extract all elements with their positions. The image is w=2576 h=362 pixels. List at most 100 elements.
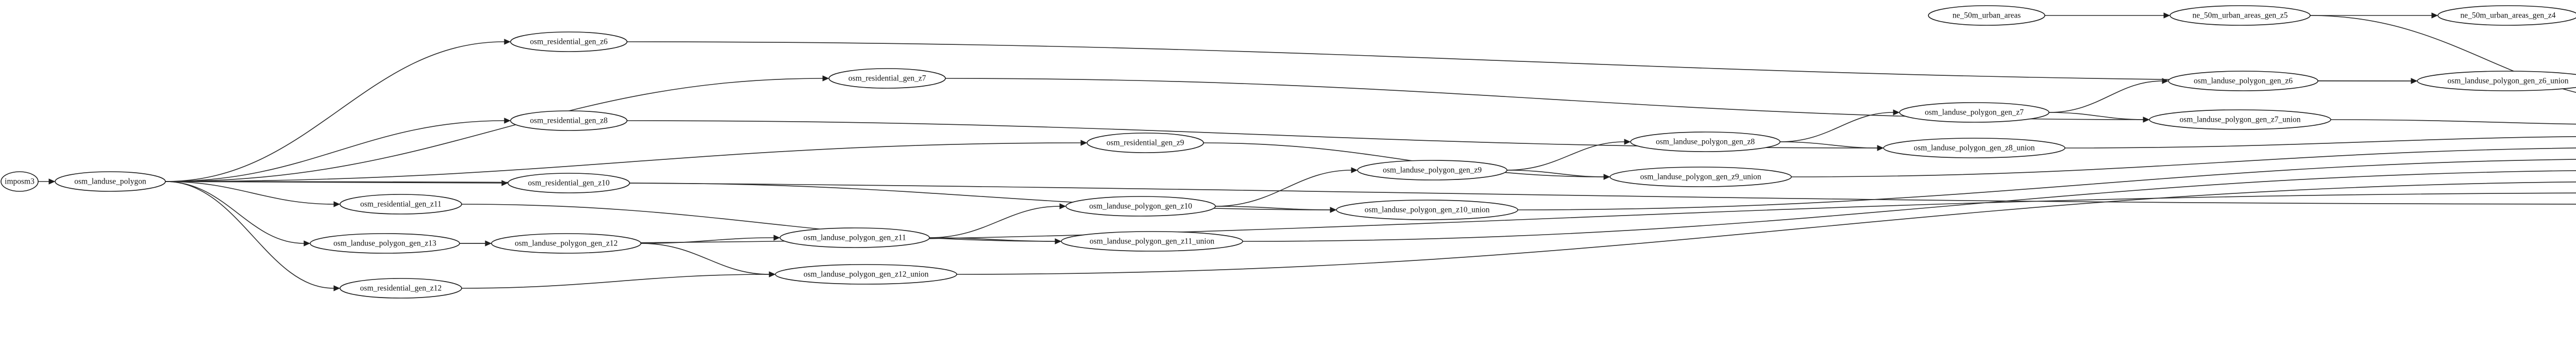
arrowhead [822, 75, 829, 81]
node-ellipse [828, 68, 946, 89]
arrowhead [1059, 203, 1066, 209]
arrowhead [769, 271, 776, 277]
graph-node-osm_landuse_polygon_gen_z12[interactable]: osm_landuse_polygon_gen_z12 [491, 233, 641, 254]
node-ellipse [1087, 133, 1204, 153]
node-ellipse [2170, 5, 2311, 26]
node-label: osm_landuse_polygon_gen_z8_union [1913, 144, 2035, 153]
node-label: osm_landuse_polygon_gen_z11_union [1090, 237, 1214, 246]
graph-node-osm_residential_gen_z9[interactable]: osm_residential_gen_z9 [1087, 133, 1204, 153]
node-label: osm_residential_gen_z11 [360, 200, 442, 209]
graph-edge [2048, 78, 2169, 113]
arrowhead [2411, 78, 2418, 84]
node-ellipse [1609, 167, 1792, 187]
node-label: osm_landuse_polygon [74, 177, 146, 186]
graph-edge [165, 140, 1088, 182]
node-ellipse [1630, 131, 1781, 152]
node-label: osm_landuse_polygon_gen_z10 [1089, 202, 1192, 211]
graph-node-osm_landuse_polygon_gen_z11_union[interactable]: osm_landuse_polygon_gen_z11_union [1061, 231, 1243, 252]
node-ellipse [491, 233, 641, 254]
arrowhead [303, 240, 311, 246]
graph-node-osm_landuse_polygon_gen_z7[interactable]: osm_landuse_polygon_gen_z7 [1899, 102, 2049, 123]
graph-node-ne_50m_urban_areas_gen_z4[interactable]: ne_50m_urban_areas_gen_z4 [2437, 5, 2576, 26]
arrowhead [1603, 174, 1611, 180]
graph-node-ne_50m_urban_areas_gen_z5[interactable]: ne_50m_urban_areas_gen_z5 [2170, 5, 2311, 26]
node-ellipse [1065, 196, 1216, 217]
graph-node-osm_landuse_polygon_gen_z7_union[interactable]: osm_landuse_polygon_gen_z7_union [2149, 109, 2331, 130]
node-label: osm_residential_gen_z12 [360, 284, 442, 293]
graph-edge [2330, 119, 2576, 125]
graph-node-osm_landuse_polygon_gen_z9_union[interactable]: osm_landuse_polygon_gen_z9_union [1609, 167, 1792, 187]
graph-node-osm_landuse_polygon_gen_z6_union[interactable]: osm_landuse_polygon_gen_z6_union [2417, 71, 2576, 91]
node-label: osm_residential_gen_z8 [530, 117, 608, 125]
graph-edge [38, 178, 56, 185]
graph-edge [1215, 167, 1358, 207]
arrowhead [1893, 109, 1900, 116]
graph-node-imposm3[interactable]: imposm3 [1, 171, 39, 192]
node-ellipse [55, 171, 166, 192]
node-ellipse [1357, 160, 1507, 180]
node-label: osm_landuse_polygon_gen_z6_union [2447, 77, 2568, 86]
node-ellipse [310, 233, 460, 254]
graph-node-osm_landuse_polygon_gen_z9[interactable]: osm_landuse_polygon_gen_z9 [1357, 160, 1507, 180]
graph-node-osm_landuse_polygon_gen_z6[interactable]: osm_landuse_polygon_gen_z6 [2168, 71, 2318, 91]
graph-node-osm_landuse_polygon_gen_z13[interactable]: osm_landuse_polygon_gen_z13 [310, 233, 460, 254]
graph-node-osm_residential_gen_z11[interactable]: osm_residential_gen_z11 [340, 194, 462, 215]
node-ellipse [1883, 138, 2065, 158]
arrowhead [501, 180, 509, 186]
graph-node-ne_50m_urban_areas[interactable]: ne_50m_urban_areas [1928, 5, 2045, 26]
graph-edge [165, 181, 341, 291]
graph-edge [1506, 170, 1611, 180]
node-label: osm_residential_gen_z6 [530, 38, 608, 46]
graph-node-osm_landuse_polygon_gen_z10[interactable]: osm_landuse_polygon_gen_z10 [1065, 196, 1216, 217]
node-ellipse [1336, 200, 1518, 220]
graph-edge [165, 118, 511, 182]
graph-edge [2064, 136, 2576, 149]
node-label: ne_50m_urban_areas_gen_z4 [2460, 11, 2555, 20]
graph-edge [629, 183, 1337, 213]
graph-node-osm_landuse_polygon_gen_z8_union[interactable]: osm_landuse_polygon_gen_z8_union [1883, 138, 2065, 158]
node-label: osm_residential_gen_z9 [1107, 139, 1184, 147]
node-ellipse [775, 264, 957, 285]
graph-node-osm_landuse_polygon_gen_z10_union[interactable]: osm_landuse_polygon_gen_z10_union [1336, 200, 1518, 220]
graph-edge [165, 181, 311, 246]
graph-edge [956, 181, 2576, 275]
arrowhead [2143, 117, 2150, 123]
graph-edge [1203, 142, 1611, 180]
graph-edge [640, 235, 781, 244]
graph-edge [1780, 141, 1884, 151]
node-label: ne_50m_urban_areas_gen_z5 [2192, 11, 2287, 20]
graph-node-osm_residential_gen_z7[interactable]: osm_residential_gen_z7 [828, 68, 946, 89]
graph-edge [1242, 170, 2576, 242]
graph-node-osm_landuse_polygon_gen_z12_union[interactable]: osm_landuse_polygon_gen_z12_union [775, 264, 957, 285]
graph-node-osm_landuse_polygon[interactable]: osm_landuse_polygon [55, 171, 166, 192]
node-ellipse [340, 278, 462, 299]
node-label: osm_landuse_polygon_gen_z7 [1925, 108, 2024, 117]
node-ellipse [510, 31, 628, 52]
graph-edge [1791, 147, 2576, 177]
arrowhead [504, 118, 511, 124]
arrowhead [333, 201, 341, 207]
graph-edge [165, 181, 341, 207]
arrowhead [504, 39, 511, 45]
graph-node-osm_landuse_polygon_gen_z11[interactable]: osm_landuse_polygon_gen_z11 [779, 227, 930, 248]
node-label: osm_landuse_polygon_gen_z8 [1656, 138, 1755, 146]
graph-edge [1780, 109, 1900, 142]
graph-edge [461, 271, 776, 289]
graph-edge [1517, 159, 2576, 210]
graph-node-osm_residential_gen_z6[interactable]: osm_residential_gen_z6 [510, 31, 628, 52]
graph-node-osm_landuse_polygon_gen_z8[interactable]: osm_landuse_polygon_gen_z8 [1630, 131, 1781, 152]
graph-node-osm_residential_gen_z8[interactable]: osm_residential_gen_z8 [510, 110, 628, 131]
node-label: osm_landuse_polygon_gen_z11 [803, 234, 906, 242]
graph-edge [461, 204, 1062, 244]
arrowhead [2431, 12, 2438, 19]
arrowhead [1055, 238, 1062, 244]
graph-node-osm_residential_gen_z12[interactable]: osm_residential_gen_z12 [340, 278, 462, 299]
arrowhead [773, 235, 781, 241]
graph-edge [1506, 139, 1631, 171]
arrowhead [1330, 207, 1337, 213]
node-ellipse [340, 194, 462, 215]
node-label: osm_landuse_polygon_gen_z7_union [2179, 116, 2300, 124]
graph-edge [2045, 12, 2171, 19]
graph-node-osm_residential_gen_z10[interactable]: osm_residential_gen_z10 [507, 173, 630, 193]
